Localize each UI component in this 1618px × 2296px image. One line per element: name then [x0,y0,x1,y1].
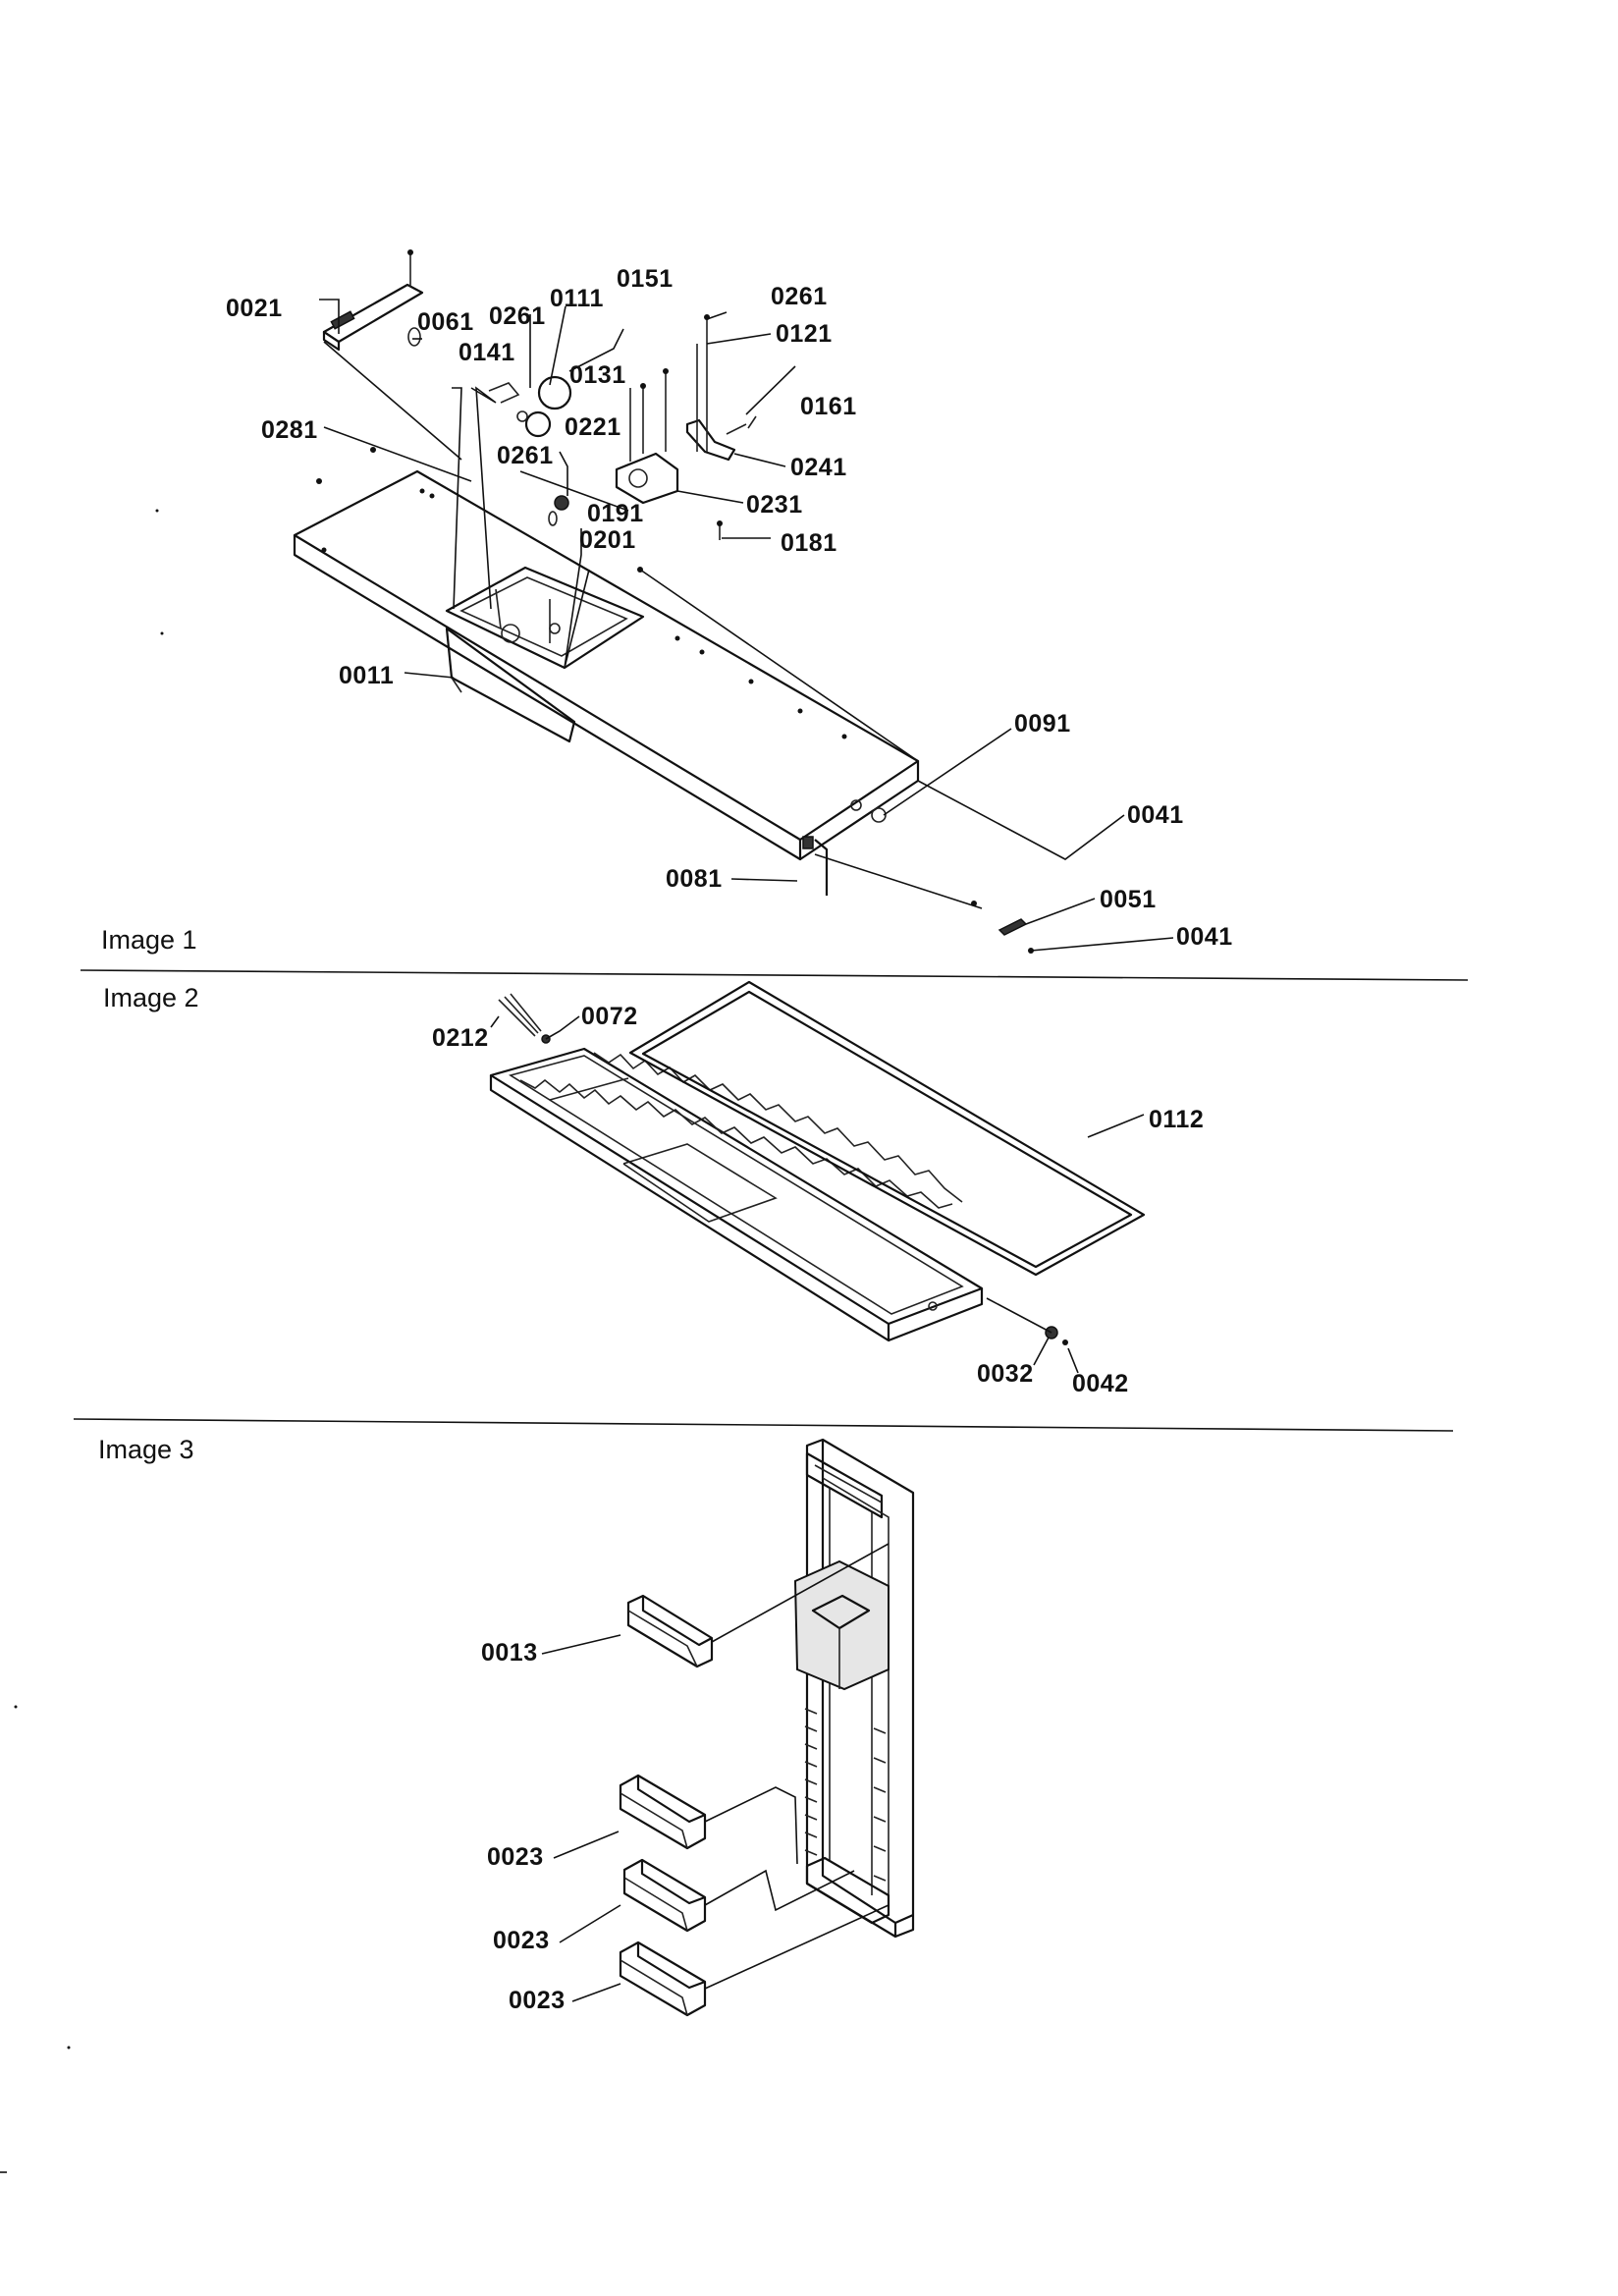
label-0191: 0191 [587,500,644,527]
frame-tray [489,1047,984,1326]
label-0111: 0111 [550,285,604,312]
section-divider-2 [73,1418,1454,1432]
label-0261-c: 0261 [497,442,554,469]
label-0241: 0241 [790,454,847,481]
label-0231: 0231 [746,491,803,519]
label-0061: 0061 [417,308,474,336]
image2-assembly [489,980,1146,1374]
image1-assembly [293,249,1174,954]
label-0072: 0072 [581,1003,638,1030]
label-0091: 0091 [1014,710,1071,738]
label-0121: 0121 [776,320,833,348]
label-0112: 0112 [1149,1106,1204,1133]
door-bin-0013 [626,1594,714,1668]
image3-assembly [541,1438,915,2017]
label-0261-a: 0261 [489,302,546,330]
part-switch-0241 [685,418,736,462]
door-bin-0023-b [622,1858,707,1933]
part-knob-0221 [524,410,552,438]
section-label-image-1: Image 1 [101,925,197,955]
label-0041-a: 0041 [1127,801,1184,829]
label-0141: 0141 [458,339,515,366]
part-bulb [407,327,421,347]
label-0051: 0051 [1100,886,1157,913]
label-0281: 0281 [261,416,318,444]
part-0051 [998,918,1028,936]
scan-dot [155,509,159,513]
part-0191 [554,495,569,511]
label-0261-b: 0261 [771,283,828,310]
label-0151: 0151 [617,265,674,293]
label-0041-b: 0041 [1176,923,1233,951]
wire-harness [498,999,536,1037]
label-0023-a: 0023 [487,1843,544,1871]
label-0023-c: 0023 [509,1987,566,2014]
label-0201: 0201 [579,526,636,554]
label-0131: 0131 [569,361,626,389]
part-knob-0131 [537,375,572,410]
label-0212: 0212 [432,1024,489,1052]
label-0023-b: 0023 [493,1927,550,1954]
section-label-image-2: Image 2 [103,983,199,1012]
label-0013: 0013 [481,1639,538,1667]
door-bin-0023-a [619,1774,707,1850]
label-0221: 0221 [565,413,621,441]
part-pin-0081 [814,839,829,896]
label-0042: 0042 [1072,1370,1129,1397]
dispenser-unit [793,1559,890,1691]
label-0032: 0032 [977,1360,1034,1388]
dispenser-housing [445,566,645,670]
glass-shelf [628,980,1146,1277]
section-label-image-3: Image 3 [98,1435,194,1464]
door-bin-0023-c [619,1941,707,2017]
section-divider-1 [80,969,1469,981]
label-0181: 0181 [781,529,837,557]
label-0081: 0081 [666,865,723,893]
label-0161: 0161 [800,393,857,420]
label-0021: 0021 [226,295,283,322]
label-0011: 0011 [339,662,394,689]
